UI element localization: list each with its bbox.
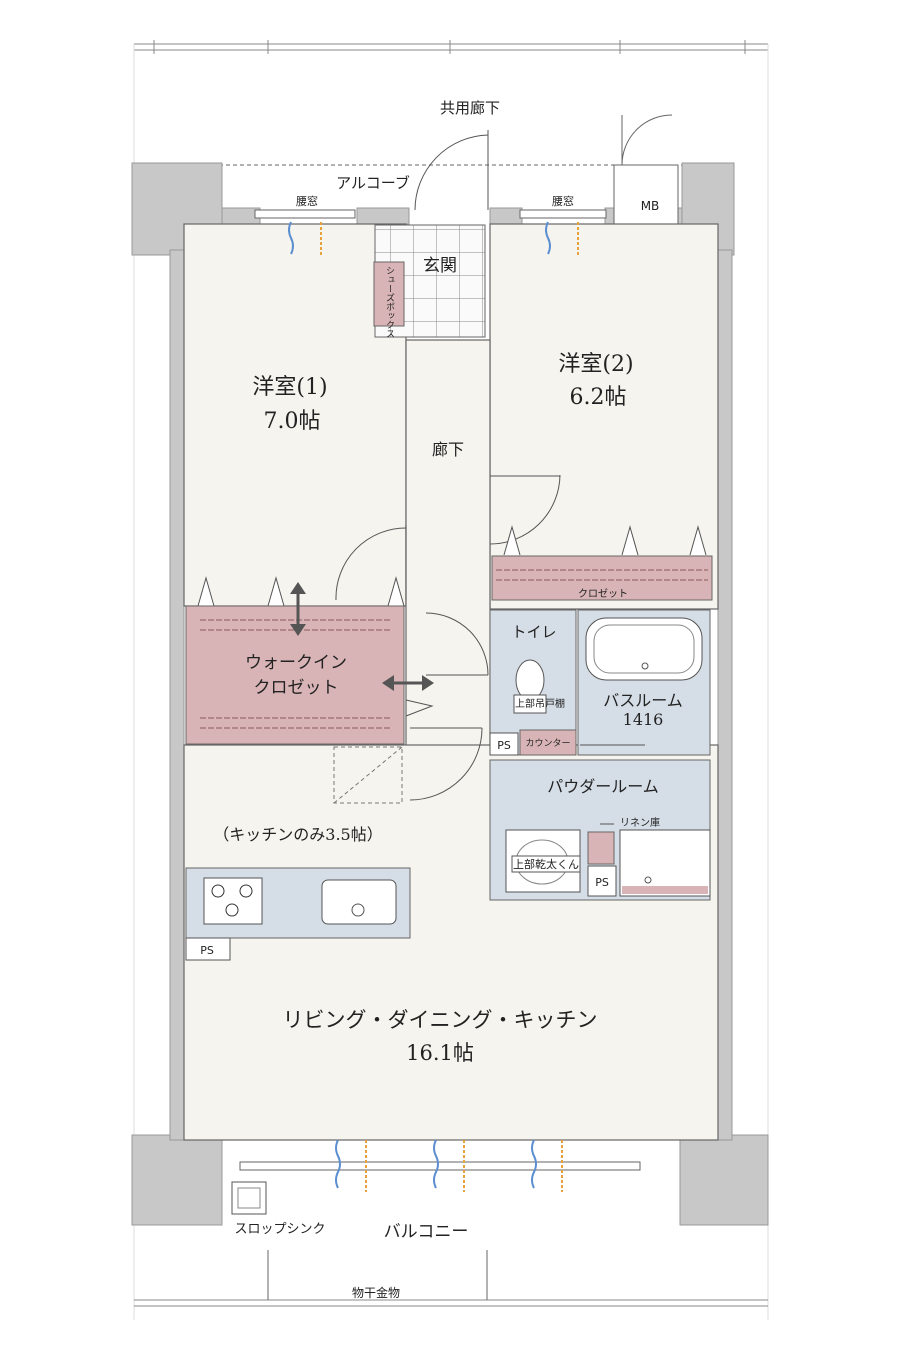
bathroom-name: バスルーム <box>603 691 683 710</box>
window-room2: 腰窓 <box>519 194 607 256</box>
hallway-label: 廊下 <box>432 440 464 459</box>
balcony <box>134 1181 768 1307</box>
upper-cabinet-label: 上部吊戸棚 <box>515 697 565 710</box>
balcony-label: バルコニー <box>384 1222 469 1242</box>
wic-label-1: ウォークイン <box>245 653 347 673</box>
walk-in-closet: ウォークイン クロゼット <box>185 576 405 745</box>
shoe-box-label: シューズボックス <box>384 266 395 338</box>
room1-name: 洋室(1) <box>252 375 327 400</box>
balcony-window <box>239 1139 641 1192</box>
room2-door[interactable] <box>489 474 561 545</box>
ps-label-powder: PS <box>595 876 609 889</box>
shoe-box: シューズボックス <box>373 261 405 338</box>
counter-label: カウンター <box>525 738 570 749</box>
storage-dashed <box>333 746 403 804</box>
toilet-label: トイレ <box>511 623 556 641</box>
toilet-room: トイレ 上部吊戸棚 PS カウンター <box>489 609 577 756</box>
room1-size: 7.0帖 <box>264 409 321 434</box>
dryer-label: 上部乾太くん <box>513 857 579 871</box>
ps-label-kitchen: PS <box>200 944 214 957</box>
powder-room-label: パウダールーム <box>547 777 659 796</box>
clothes-hanger-label: 物干金物 <box>352 1285 400 1300</box>
alcove-label: アルコーブ <box>336 174 410 192</box>
hall-doors[interactable] <box>405 612 489 801</box>
window-room1: 腰窓 <box>254 194 356 256</box>
ps-label-toilet: PS <box>497 739 511 752</box>
entrance-door[interactable] <box>414 130 489 211</box>
entrance-label: 玄関 <box>423 256 457 276</box>
double-arrow-horizontal <box>382 675 434 691</box>
powder-room: パウダールーム リネン庫 PS 上部乾太くん <box>489 759 711 901</box>
room2-name: 洋室(2) <box>558 352 633 377</box>
mb-label: MB <box>641 199 660 213</box>
waist-window-label-2: 腰窓 <box>552 194 574 208</box>
room2-closet: クロゼット <box>491 525 713 601</box>
kitchen-counter: PS <box>185 867 411 961</box>
ldk-name: リビング・ダイニング・キッチン <box>283 1008 598 1032</box>
wic-label-2: クロゼット <box>254 678 339 698</box>
waist-window-label-1: 腰窓 <box>296 194 318 208</box>
bathroom-size: 1416 <box>623 710 664 729</box>
common-corridor-label: 共用廊下 <box>440 99 500 117</box>
ldk-size: 16.1帖 <box>406 1041 474 1065</box>
bathroom: バスルーム 1416 <box>577 609 711 756</box>
closet-label: クロゼット <box>578 588 628 600</box>
double-arrow-vertical <box>290 582 306 636</box>
room2-size: 6.2帖 <box>570 385 627 410</box>
corridor-guide <box>133 40 769 1320</box>
kitchen-note: （キッチンのみ3.5帖） <box>213 825 382 844</box>
linen-label: リネン庫 <box>620 816 660 829</box>
slop-sink-label: スロップシンク <box>234 1222 325 1237</box>
room1-door[interactable] <box>335 525 407 601</box>
